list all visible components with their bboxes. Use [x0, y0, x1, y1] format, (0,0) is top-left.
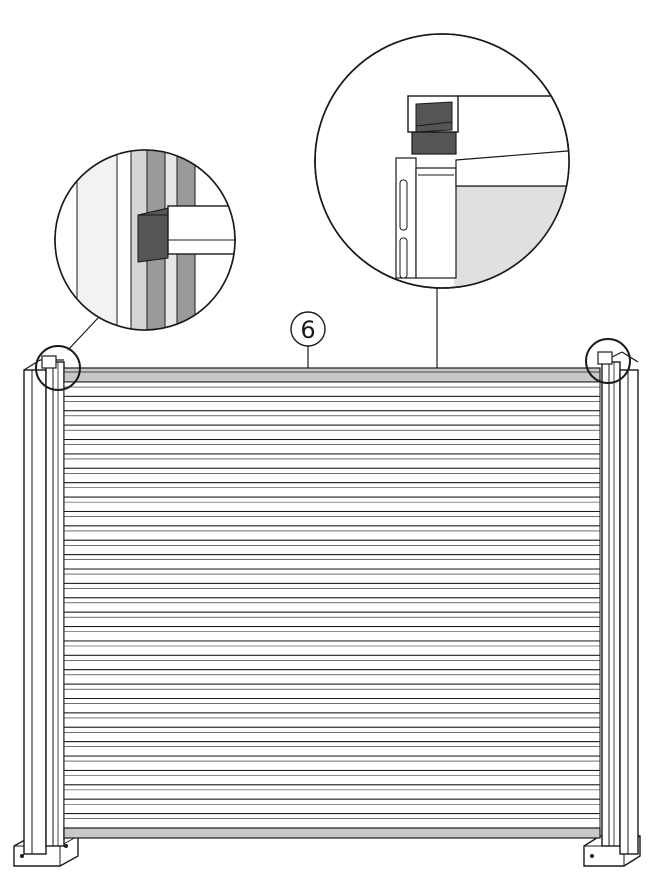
slat: [63, 813, 601, 829]
left-corner-highlight-circle: [35, 345, 81, 391]
slat: [63, 482, 601, 498]
slat: [63, 669, 601, 685]
right-corner-highlight-circle: [585, 338, 631, 384]
slat: [63, 510, 601, 527]
slat: [63, 798, 601, 815]
slat: [63, 683, 601, 700]
top-rail: [63, 367, 601, 383]
slat: [63, 654, 601, 671]
bottom-rail: [63, 827, 601, 839]
callout-number-6: 6: [290, 311, 326, 347]
top-rail-detail-magnifier: [314, 33, 570, 289]
slat: [63, 395, 601, 412]
slat: [63, 467, 601, 484]
slat: [63, 755, 601, 771]
right-post: [597, 351, 639, 855]
slat: [63, 381, 601, 397]
slat: [63, 726, 601, 743]
slat: [63, 741, 601, 757]
left-detail-leader-line: [67, 317, 99, 351]
left-post: [23, 355, 65, 855]
slat: [63, 410, 601, 426]
slat: [63, 496, 601, 512]
slat: [63, 611, 601, 628]
callout-number-label: 6: [300, 316, 315, 344]
slat: [63, 784, 601, 800]
slat: [63, 453, 601, 469]
slat: [63, 539, 601, 556]
slat: [63, 568, 601, 584]
slat-group: [63, 381, 601, 829]
slat: [63, 597, 601, 613]
slat: [63, 439, 601, 455]
slat: [63, 712, 601, 728]
slat: [63, 424, 601, 441]
slat: [63, 554, 601, 570]
slat: [63, 582, 601, 599]
slat: [63, 525, 601, 541]
slat: [63, 769, 601, 786]
slat: [63, 698, 601, 714]
slat: [63, 640, 601, 656]
left-detail-magnifier: [54, 149, 236, 331]
slat: [63, 626, 601, 642]
